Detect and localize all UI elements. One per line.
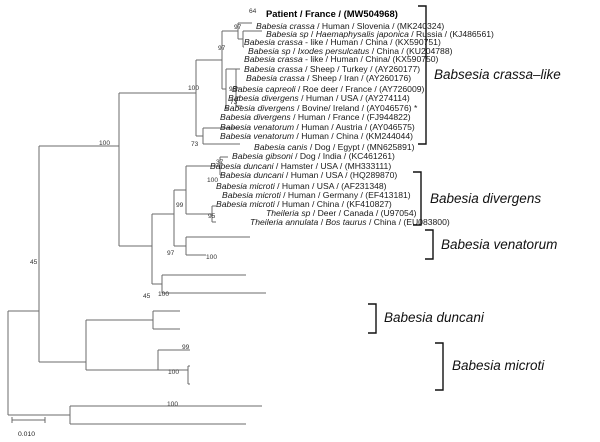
clade-bracket-venatorum xyxy=(425,229,434,260)
bootstrap-value: 73 xyxy=(230,99,238,106)
bootstrap-values: 64 97 97 96 73 100 73 100 37 100 99 95 97 100 45 100 45 9… xyxy=(30,8,257,408)
clade-label-duncani: Babesia duncani xyxy=(384,310,485,325)
leaf-label: Theileria annulata / Bos taurus / China … xyxy=(250,217,450,227)
bootstrap-value: 99 xyxy=(182,344,190,351)
leaf-label: Babesia capreoli / Roe deer / France / (… xyxy=(232,84,424,94)
bootstrap-value: 64 xyxy=(249,8,257,15)
bootstrap-value: 45 xyxy=(30,259,38,266)
leaf-label: Babesia microti / Human / Germany / (EF4… xyxy=(222,190,411,200)
leaf-label: Babesia venatorum / Human / China / (KM2… xyxy=(220,131,413,141)
bootstrap-value: 100 xyxy=(168,369,179,376)
scale-bar: 0.010 xyxy=(11,417,46,438)
clade-labels: Babsesia crassa–like Babesia divergens B… xyxy=(384,67,561,373)
clade-label-divergens: Babesia divergens xyxy=(430,191,541,206)
bootstrap-value: 96 xyxy=(229,86,237,93)
clade-bracket-crassa-like xyxy=(418,5,427,145)
bootstrap-value: 100 xyxy=(207,177,218,184)
leaf-label: Babesia venatorum / Human / Austria / (A… xyxy=(220,122,415,132)
leaf-label: Babesia crassa - like / Human / China / … xyxy=(244,37,441,47)
bootstrap-value: 100 xyxy=(167,401,178,408)
leaf-labels: Patient / France / (MW504968) Babesia cra… xyxy=(210,8,494,227)
leaf-label: Babesia microti / Human / China / (KF410… xyxy=(216,199,392,209)
bootstrap-value: 97 xyxy=(234,24,242,31)
leaf-label: Babesia crassa / Human / Slovenia / (MK2… xyxy=(256,21,444,31)
scale-bar-label: 0.010 xyxy=(18,431,35,438)
bootstrap-value: 100 xyxy=(206,254,217,261)
clade-bracket-microti xyxy=(435,342,444,391)
bootstrap-value: 100 xyxy=(188,85,199,92)
bootstrap-value: 97 xyxy=(218,45,226,52)
bootstrap-value: 97 xyxy=(167,250,175,257)
leaf-label: Babesia crassa / Sheep / Iran / (AY26017… xyxy=(246,73,411,83)
leaf-label: Babesia canis / Dog / Egypt / (MN625891) xyxy=(254,142,415,152)
leaf-label: Babesia duncani / Human / USA / (HQ28987… xyxy=(220,170,397,180)
bootstrap-value: 99 xyxy=(176,202,184,209)
leaf-label: Babesia duncani / Hamster / USA / (MH333… xyxy=(210,161,391,171)
clade-bracket-divergens xyxy=(413,171,422,226)
leaf-label: Babesia microti / Human / USA / (AF23134… xyxy=(216,181,387,191)
clade-label-microti: Babesia microti xyxy=(452,358,545,373)
bootstrap-value: 100 xyxy=(99,140,110,147)
tree-branches xyxy=(7,22,266,425)
clade-label-crassa-like: Babsesia crassa–like xyxy=(434,67,561,82)
leaf-label: Babesia sp / Ixodes persulcatus / China … xyxy=(248,46,453,56)
leaf-label: Babesia sp / Haemaphysalis japonica / Ru… xyxy=(266,29,494,39)
bootstrap-value: 100 xyxy=(158,291,169,298)
leaf-label: Babesia crassa - like / Human / China/ (… xyxy=(244,54,439,64)
bootstrap-value: 73 xyxy=(191,141,199,148)
leaf-label: Babesia divergens / Human / USA / (AY274… xyxy=(228,93,410,103)
clade-label-venatorum: Babesia venatorum xyxy=(441,237,557,252)
leaf-label: Patient / France / (MW504968) xyxy=(266,8,398,19)
leaf-label: Theileria sp / Deer / Canada / (U97054) xyxy=(266,208,417,218)
clade-brackets xyxy=(368,5,444,391)
leaf-label: Babesia gibsoni / Dog / India / (KC46126… xyxy=(232,151,395,161)
clade-bracket-duncani xyxy=(368,303,377,334)
bootstrap-value: 95 xyxy=(208,213,216,220)
leaf-label: Babesia crassa / Sheep / Turkey / (AY260… xyxy=(244,64,420,74)
leaf-label: Babesia divergens / Human / France / (FJ… xyxy=(220,112,411,122)
bootstrap-value: 45 xyxy=(143,293,151,300)
leaf-label: Babesia divergens / Bovine/ Ireland / (A… xyxy=(224,103,418,113)
bootstrap-value: 37 xyxy=(216,159,224,166)
